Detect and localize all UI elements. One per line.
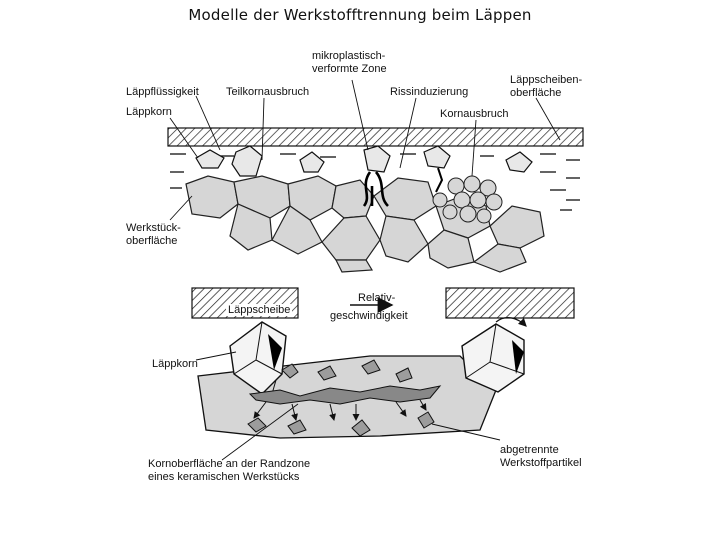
label-abgetrennte-2: Werkstoffpartikel (500, 457, 582, 469)
label-laeppscheiben-1: Läppscheiben- (510, 74, 583, 86)
lapping-grain-right (461, 317, 527, 393)
label-laeppkorn-top: Läppkorn (126, 106, 172, 118)
breakout-grains (432, 175, 503, 224)
label-laeppfluessigkeit: Läppflüssigkeit (126, 86, 199, 98)
bottom-leader-lines (195, 351, 501, 461)
label-kornoberflaeche-1: Kornoberfläche an der Randzone (148, 458, 311, 470)
lapping-grain-left (229, 321, 287, 395)
microplastic-zone (362, 171, 389, 207)
crushed-zone (248, 385, 442, 405)
label-laeppscheiben-2: oberfläche (510, 87, 562, 99)
label-relativ-1: Relativ- (358, 292, 396, 304)
label-mikroplastisch-1: mikroplastisch- (312, 50, 386, 62)
label-abgetrennte-1: abgetrennte (500, 444, 559, 456)
label-mikroplastisch-2: verformte Zone (312, 63, 387, 75)
bottom-diagram (191, 287, 575, 461)
lapping-fluid (170, 153, 580, 211)
label-laeppscheibe: Läppscheibe (226, 304, 293, 316)
lapping-disc-hatched (167, 127, 584, 147)
label-teilkornausbruch: Teilkornausbruch (226, 86, 310, 98)
top-diagram (167, 79, 584, 273)
crack-induction (435, 167, 444, 193)
label-kornausbruch: Kornausbruch (440, 108, 509, 120)
label-rissinduzierung: Rissinduzierung (390, 86, 469, 98)
label-kornoberflaeche-2: eines keramischen Werkstücks (148, 471, 300, 483)
removed-particles (247, 359, 435, 437)
top-leader-lines (169, 79, 561, 221)
label-relativ-2: geschwindigkeit (330, 310, 408, 322)
page-title: Modelle der Werkstofftrennung beim Läppe… (188, 6, 532, 24)
particle-arrows (253, 399, 427, 421)
label-werkstueck-1: Werkstück- (126, 222, 181, 234)
lapping-disc-right (445, 287, 575, 319)
lapping-grains (195, 145, 533, 177)
label-laeppkorn-bottom: Läppkorn (152, 358, 198, 370)
label-werkstueck-2: oberfläche (126, 235, 178, 247)
